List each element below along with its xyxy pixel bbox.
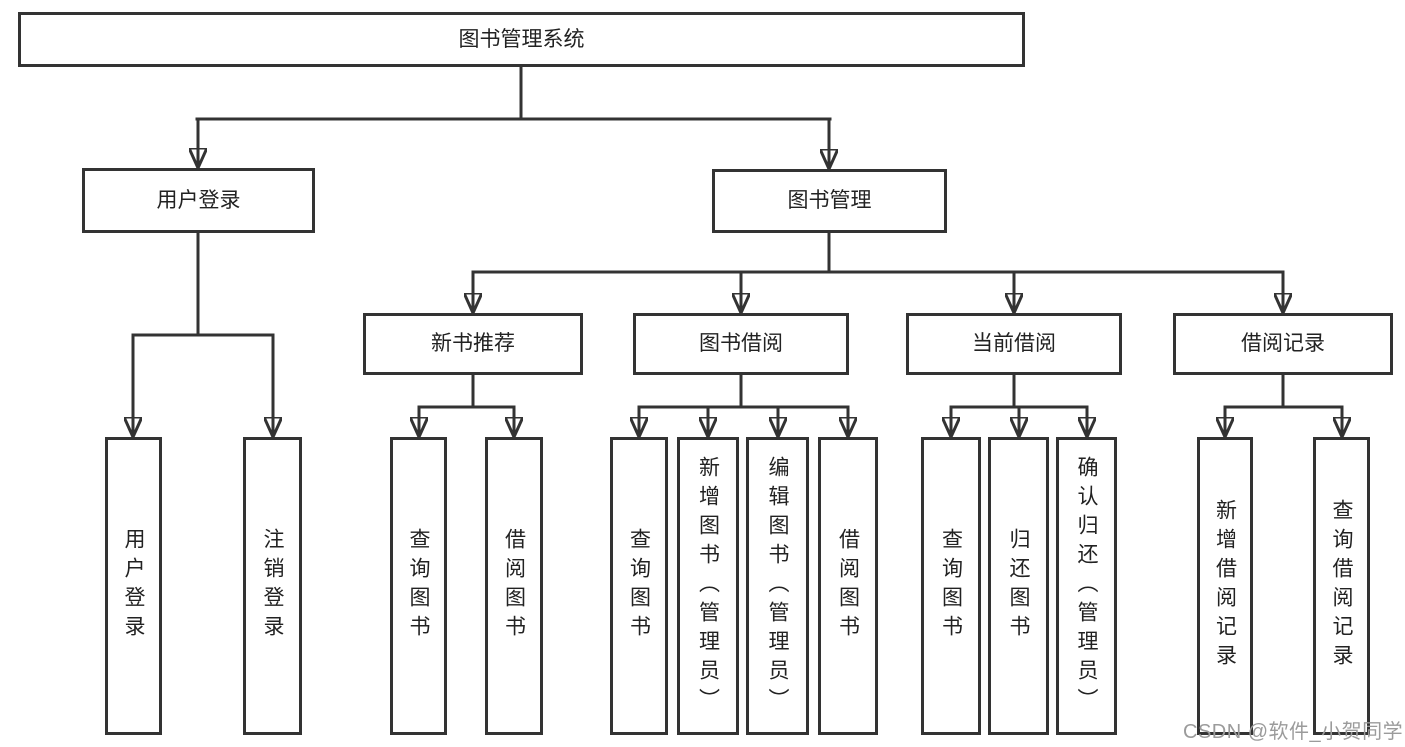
leaf-query-books-current: 查询图书 xyxy=(921,437,981,735)
leaf-borrow-books-recommend-label: 借阅图书 xyxy=(502,528,526,644)
leaf-query-borrow-record: 查询借阅记录 xyxy=(1313,437,1370,735)
node-user-login: 用户登录 xyxy=(82,168,315,233)
leaf-return-books: 归还图书 xyxy=(988,437,1049,735)
leaf-confirm-return-admin: 确认归还（管理员） xyxy=(1056,437,1117,735)
node-current-borrowing: 当前借阅 xyxy=(906,313,1122,375)
node-borrowing-records: 借阅记录 xyxy=(1173,313,1393,375)
node-book-management-label: 图书管理 xyxy=(787,189,872,213)
leaf-user-login: 用户登录 xyxy=(105,437,162,735)
node-book-management: 图书管理 xyxy=(712,169,947,233)
leaf-borrow-books: 借阅图书 xyxy=(818,437,878,735)
node-book-borrowing: 图书借阅 xyxy=(633,313,849,375)
leaf-logout-label: 注销登录 xyxy=(261,528,284,644)
leaf-borrow-books-recommend: 借阅图书 xyxy=(485,437,543,735)
leaf-query-books-recommend-label: 查询图书 xyxy=(407,528,430,644)
leaf-return-books-label: 归还图书 xyxy=(1007,528,1030,644)
node-user-login-label: 用户登录 xyxy=(156,188,241,212)
leaf-user-login-label: 用户登录 xyxy=(122,528,145,644)
leaf-add-borrow-record: 新增借阅记录 xyxy=(1197,437,1253,735)
leaf-borrow-books-label: 借阅图书 xyxy=(836,528,860,644)
leaf-query-borrow-record-label: 查询借阅记录 xyxy=(1330,499,1353,673)
node-library-system: 图书管理系统 xyxy=(18,12,1025,67)
leaf-query-books-borrowing-label: 查询图书 xyxy=(627,528,651,644)
leaf-add-borrow-record-label: 新增借阅记录 xyxy=(1213,499,1237,673)
leaf-confirm-return-admin-label: 确认归还（管理员） xyxy=(1075,455,1098,717)
leaf-query-books-borrowing: 查询图书 xyxy=(610,437,668,735)
leaf-edit-books-admin: 编辑图书（管理员） xyxy=(746,437,809,735)
node-new-book-recommendation-label: 新书推荐 xyxy=(431,332,515,356)
node-book-borrowing-label: 图书借阅 xyxy=(699,332,783,356)
node-current-borrowing-label: 当前借阅 xyxy=(972,332,1056,356)
node-library-system-label: 图书管理系统 xyxy=(458,27,585,51)
node-borrowing-records-label: 借阅记录 xyxy=(1241,332,1325,356)
leaf-edit-books-admin-label: 编辑图书（管理员） xyxy=(766,455,789,717)
leaf-add-books-admin: 新增图书（管理员） xyxy=(677,437,739,735)
leaf-logout: 注销登录 xyxy=(243,437,302,735)
leaf-add-books-admin-label: 新增图书（管理员） xyxy=(696,455,720,717)
leaf-query-books-current-label: 查询图书 xyxy=(939,528,963,644)
watermark: CSDN @软件_小贺同学 xyxy=(1183,721,1404,743)
node-new-book-recommendation: 新书推荐 xyxy=(363,313,583,375)
leaf-query-books-recommend: 查询图书 xyxy=(390,437,447,735)
